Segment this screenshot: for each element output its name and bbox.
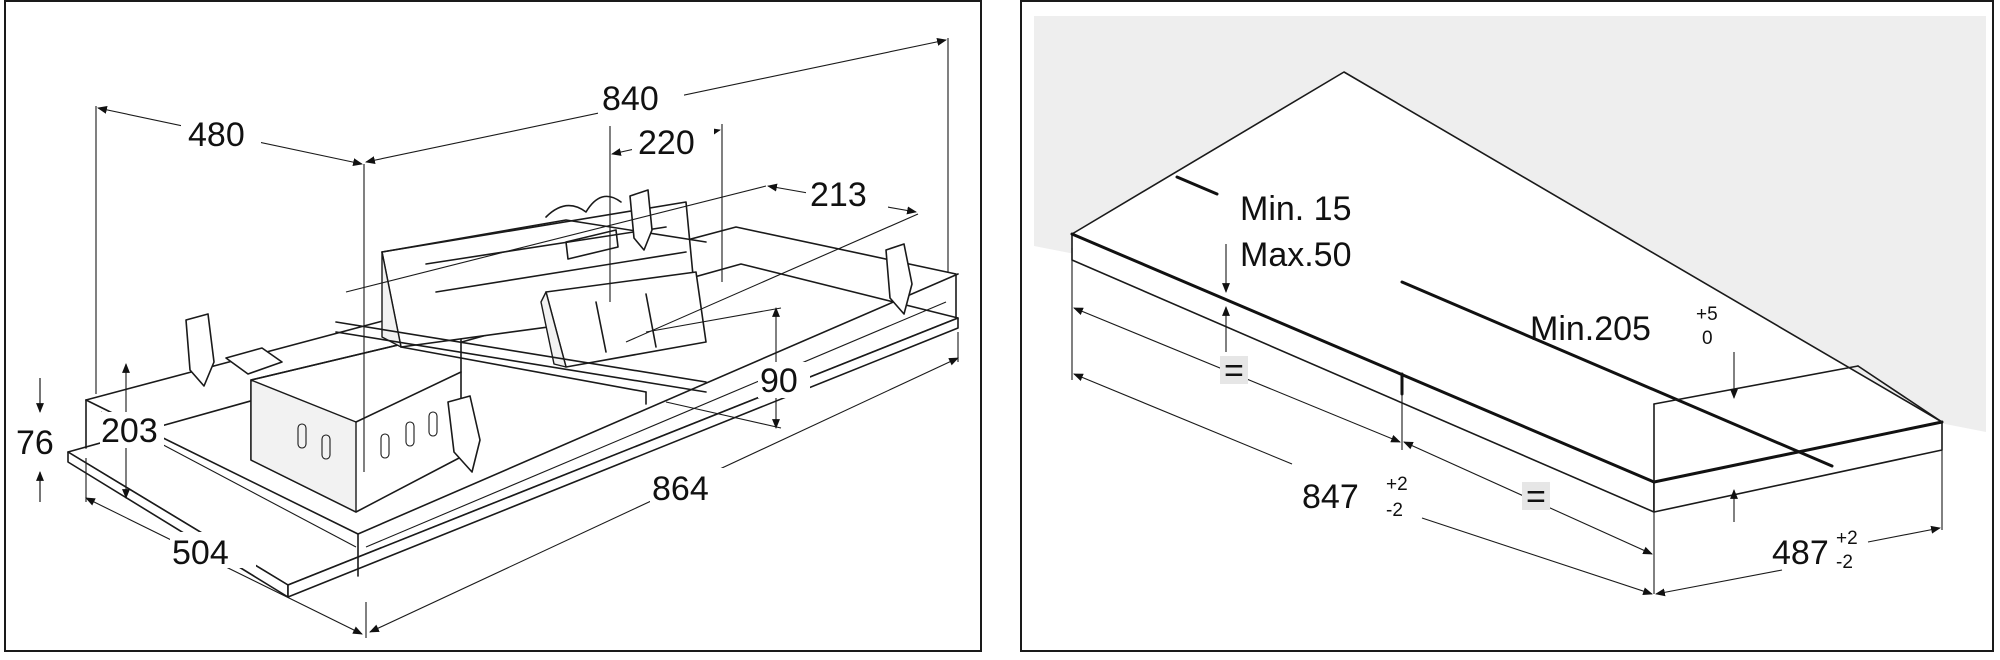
equal-segment-right: = (1403, 441, 1653, 555)
dim-203: 203 (100, 363, 164, 499)
min15-label: Min. 15 (1240, 190, 1352, 228)
dim-76: 76 (16, 378, 54, 502)
dim-504: 504 (85, 458, 363, 635)
dim-847-label: 847 (1302, 478, 1359, 516)
left-diagram-panel: 840 480 220 213 90 76 (4, 0, 982, 652)
min205-sub: 0 (1702, 328, 1713, 349)
equal-right-label: = (1526, 478, 1546, 516)
dim-847-sub: -2 (1386, 500, 1403, 521)
dim-487-sup: +2 (1836, 528, 1858, 549)
dim-487-label: 487 (1772, 534, 1829, 572)
dim-220: 220 (609, 122, 723, 302)
dim-864: 864 (365, 332, 959, 638)
equal-left-label: = (1224, 352, 1244, 390)
dim-864-label: 864 (652, 470, 709, 508)
max50-label: Max.50 (1240, 236, 1352, 274)
dim-213: 213 (345, 174, 919, 343)
right-diagram-panel: Min. 15 Max.50 Min.205 +5 0 = = 847 +2 -… (1020, 0, 1994, 652)
min205-sup: +5 (1696, 304, 1718, 325)
min-max-indicator: Min. 15 Max.50 (1222, 190, 1352, 352)
dim-480: 480 (95, 105, 363, 394)
min205-indicator: Min.205 +5 0 (1530, 304, 1738, 522)
dim-203-label: 203 (101, 412, 158, 450)
dim-220-label: 220 (638, 124, 695, 162)
equal-segment-left: = (1073, 307, 1401, 443)
dim-487: 487 +2 -2 (1655, 525, 1941, 597)
dim-213-label: 213 (810, 176, 867, 214)
hood-unit-drawing: 840 480 220 213 90 76 (16, 37, 959, 638)
min205-label: Min.205 (1530, 310, 1651, 348)
dim-76-label: 76 (16, 424, 54, 462)
dim-480-label: 480 (188, 116, 245, 154)
dim-487-sub: -2 (1836, 552, 1853, 573)
dim-840: 840 (363, 37, 949, 472)
dim-90-label: 90 (760, 362, 798, 400)
dim-847: 847 +2 -2 (1073, 373, 1653, 595)
dim-847-sup: +2 (1386, 474, 1408, 495)
dim-504-label: 504 (172, 534, 229, 572)
dim-840-label: 840 (602, 80, 659, 118)
ceiling-cutout-drawing: Min. 15 Max.50 Min.205 +5 0 = = 847 +2 -… (1034, 16, 1986, 597)
